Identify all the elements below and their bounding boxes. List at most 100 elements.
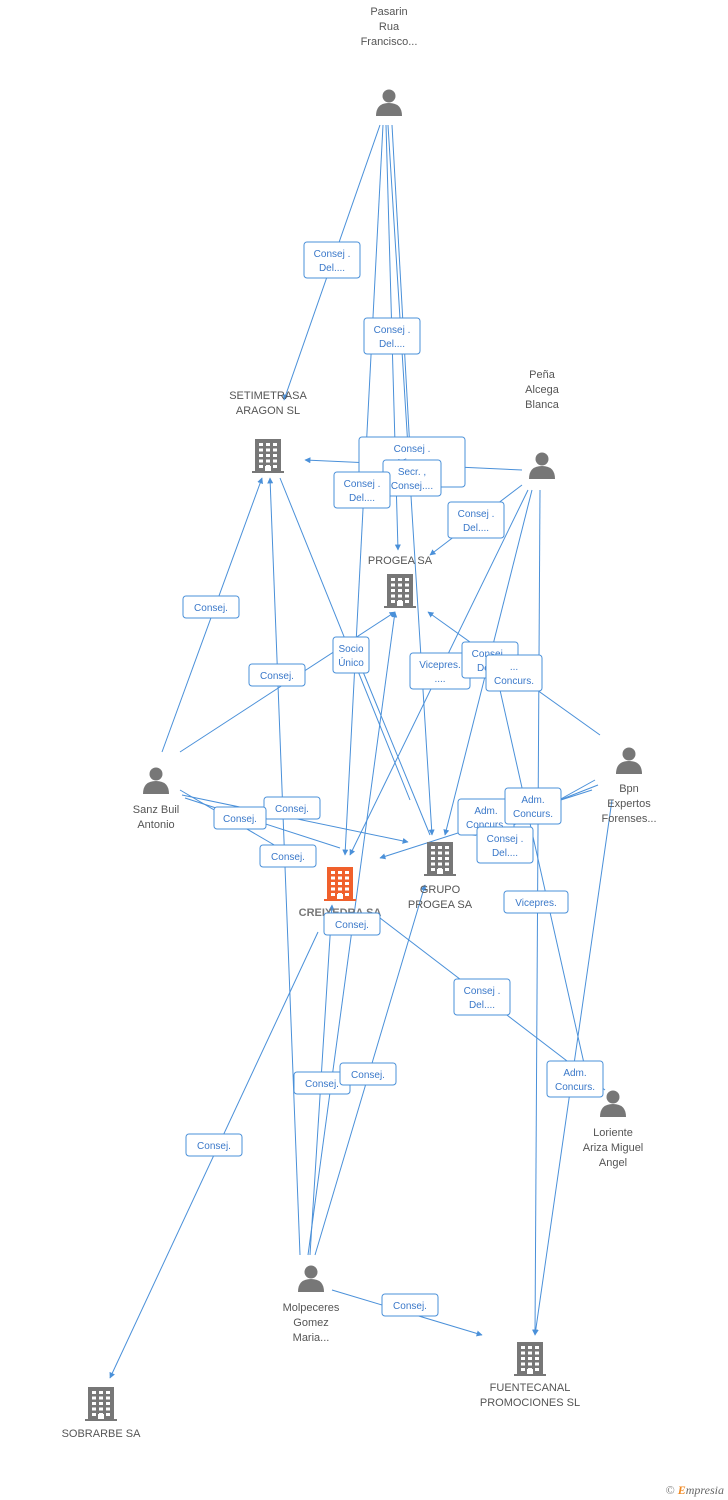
node-label-line: FUENTECANAL [490,1382,571,1394]
edge-label[interactable]: Consej. [213,806,267,830]
node-label-line: Loriente [593,1127,633,1139]
edge-label[interactable]: Consej. [248,663,306,687]
edge-label[interactable]: Consej . Del.... [476,826,534,864]
edge-label[interactable]: Consej . Del.... [447,501,505,539]
node-label-line: Gomez [293,1317,328,1329]
company-node[interactable]: CREIXEDRA SA [299,867,382,919]
edge-label-text: Adm. [563,1068,586,1079]
edge-label-text: Consej. [197,1141,231,1152]
edge-label-box [248,663,306,687]
edge-label[interactable]: Consej. [323,912,381,936]
edge-label[interactable]: Consej .Del.... [363,317,421,355]
edge-label-text: Del.... [319,263,345,274]
edge-label-box [546,1060,604,1098]
edge-label-text: Concurs. [494,676,534,687]
edge-label[interactable]: Adm. Concurs. [546,1060,604,1098]
edge-label-text: Concurs. [555,1082,595,1093]
person-node[interactable]: PasarinRuaFrancisco... [361,6,418,116]
edge-label-box [332,636,370,674]
edge-label-text: Único [338,656,364,669]
edge-label[interactable]: Consej. [339,1062,397,1086]
edge-label-text: Del.... [463,523,489,534]
edge-label-text: Consej . [458,509,495,520]
edge-label[interactable]: Consej. [381,1293,439,1317]
person-icon [298,1265,324,1292]
edge-label-text: Consej.... [391,481,433,492]
edge-label-box [453,978,511,1016]
edge-label-text: Consej. [335,920,369,931]
edge-label-text: Del.... [492,848,518,859]
edge-label-box [363,317,421,355]
node-label-line: GRUPO [420,884,461,896]
edge-label-box [333,471,391,509]
person-icon [376,89,402,116]
edge-label-text: Consej. [275,804,309,815]
edge-lines [109,124,613,1379]
edge-label-box [447,501,505,539]
edge-label[interactable]: Adm.Concurs. [504,787,562,825]
edge-label[interactable]: Vicepres. [503,890,569,914]
node-label-line: SOBRARBE SA [62,1428,142,1440]
edge-label[interactable]: Vicepres..... [409,652,471,690]
node-label-line: Pasarin [370,6,407,18]
empresia-watermark[interactable]: ©Empresia [666,1483,724,1498]
edge-label[interactable]: Consej. [185,1133,243,1157]
node-label-line: Expertos [607,798,651,810]
building-icon [514,1342,546,1376]
building-icon [424,842,456,876]
edge-label-text: Vicepres. [419,660,461,671]
edge-label-box [339,1062,397,1086]
node-label-line: PROGEA SA [368,555,433,567]
edge-label[interactable]: Consej .Del.... [453,978,511,1016]
edge-label-text: Consej . [394,444,431,455]
edge-label[interactable]: Consej. [259,844,317,868]
edge-label[interactable]: Consej . Del.... [333,471,391,509]
node-label-line: ARAGON SL [236,405,300,417]
node-label-line: Molpeceres [283,1302,340,1314]
person-node[interactable]: MolpeceresGomezMaria... [283,1265,340,1345]
node-label-line: Bpn [619,783,639,795]
company-node[interactable]: SOBRARBE SA [62,1387,142,1440]
person-icon [600,1090,626,1117]
company-node[interactable]: GRUPO PROGEA SA [408,842,473,911]
edge-label-text: ... [510,662,518,673]
building-icon [252,439,284,473]
edge-label-text: Del.... [349,493,375,504]
edge-label-text: .... [434,674,445,685]
node-label-line: Alcega [525,384,560,396]
edge-label-box [259,844,317,868]
edge-label-text: Consej . [487,834,524,845]
edge-label-text: Consej. [194,603,228,614]
node-label-line: Peña [529,369,556,381]
edge-label[interactable]: Secr. ,Consej.... [382,459,442,497]
company-node[interactable]: PROGEA SA [368,555,433,608]
edge-label-text: Consej. [393,1301,427,1312]
building-icon [85,1387,117,1421]
person-icon [529,452,555,479]
edge-label[interactable]: ... Concurs. [485,654,543,692]
edge-line [499,689,591,1091]
person-node[interactable]: BpnExpertosForenses... [601,747,657,826]
edge-label[interactable]: Consej. [182,595,240,619]
edge-label-text: Consej . [344,479,381,490]
edge-label-box [182,595,240,619]
node-label-line: Maria... [293,1332,330,1344]
edge-label-text: Consej. [351,1070,385,1081]
copyright-icon: © [665,1483,675,1497]
edge-label[interactable]: Consej. [263,796,321,820]
edge-label-text: Consej. [271,852,305,863]
person-icon [143,767,169,794]
edge-label-text: Vicepres. [515,898,557,909]
node-label-line: PROGEA SA [408,899,473,911]
edge-label-box [381,1293,439,1317]
edge-label-box [185,1133,243,1157]
node-label-line: Sanz Buil [133,804,179,816]
edge-label-text: Concurs. [513,809,553,820]
edge-label[interactable]: Consej .Del.... [303,241,361,279]
